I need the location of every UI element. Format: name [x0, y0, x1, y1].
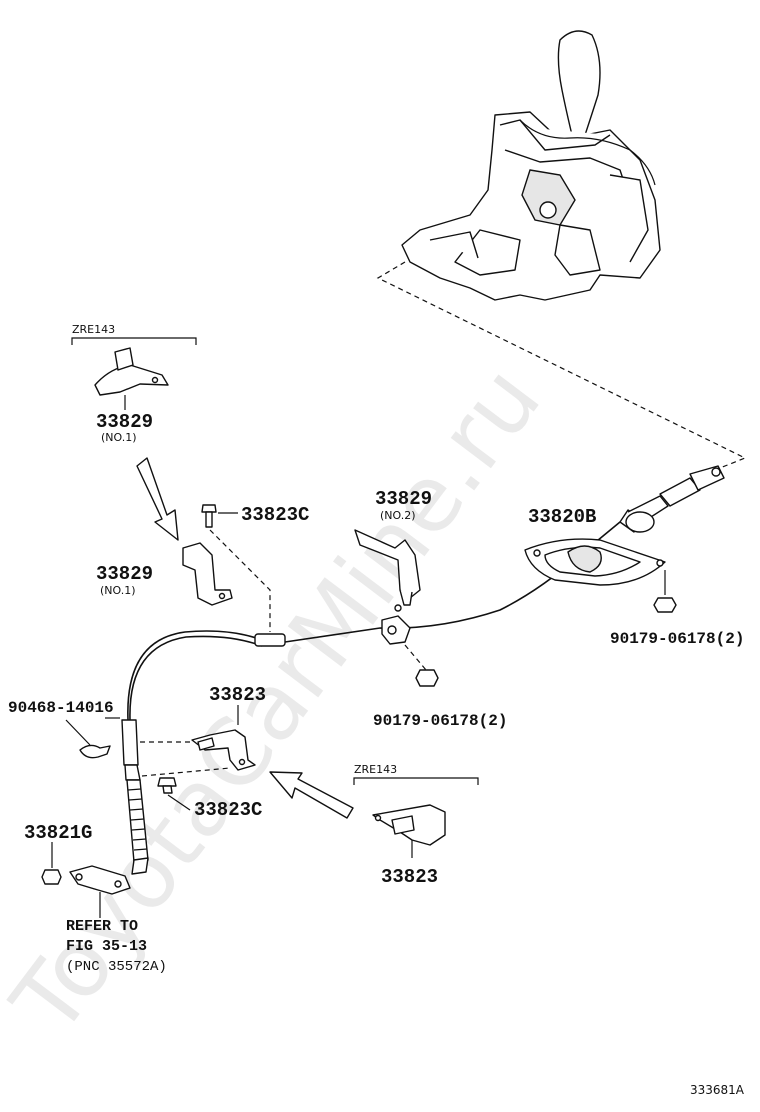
bracket-33829-no1-variant: [71, 337, 197, 410]
bracket-33829-no1: [182, 542, 233, 606]
label-33820b: 33820B: [528, 506, 596, 528]
label-variant-zre143-top: ZRE143: [72, 323, 115, 336]
cable-clamp-center: [381, 615, 411, 645]
label-variant-zre143-bottom: ZRE143: [354, 763, 397, 776]
label-90179-right: 90179-06178(2): [610, 630, 744, 648]
refer-line-2: FIG 35-13: [66, 938, 147, 955]
label-33829-mid-left: 33829: [96, 563, 153, 585]
bracket-33829-no2: [354, 529, 421, 612]
nut-90179-right: [653, 570, 677, 613]
nut-33821g: [41, 842, 62, 885]
shift-cable: [121, 465, 725, 875]
refer-line-1: REFER TO: [66, 918, 138, 935]
label-33829-top-sub: (NO.1): [101, 431, 137, 444]
direction-arrow-right: [269, 771, 354, 819]
label-33823-bottom: 33823: [381, 866, 438, 888]
nut-90179-center: [404, 644, 439, 687]
label-33823c-top: 33823C: [241, 504, 309, 526]
label-90179-center: 90179-06178(2): [373, 712, 507, 730]
clip-90468: [65, 717, 120, 759]
bracket-33823-variant: [353, 777, 479, 858]
bracket-33823: [140, 705, 256, 777]
shift-lever-assembly: [401, 30, 661, 301]
label-33823: 33823: [209, 684, 266, 706]
label-33829-no2-sub: (NO.2): [380, 509, 416, 522]
bolt-33823c-top: [201, 504, 271, 632]
label-33821g: 33821G: [24, 822, 92, 844]
refer-line-3: (PNC 35572A): [66, 959, 167, 975]
label-33823c-bottom: 33823C: [194, 799, 262, 821]
label-90468: 90468-14016: [8, 699, 114, 717]
label-33829-mid-left-sub: (NO.1): [100, 584, 136, 597]
label-33829-top: 33829: [96, 411, 153, 433]
label-33829-no2: 33829: [375, 488, 432, 510]
boot-plate-33820b: [524, 538, 666, 586]
bolt-33823c-bottom: [157, 777, 191, 811]
direction-arrow-top: [136, 457, 179, 541]
shifter-to-cable-dashed-line: [376, 261, 747, 469]
figure-code: 333681A: [690, 1083, 745, 1097]
transaxle-lever: [69, 865, 131, 918]
